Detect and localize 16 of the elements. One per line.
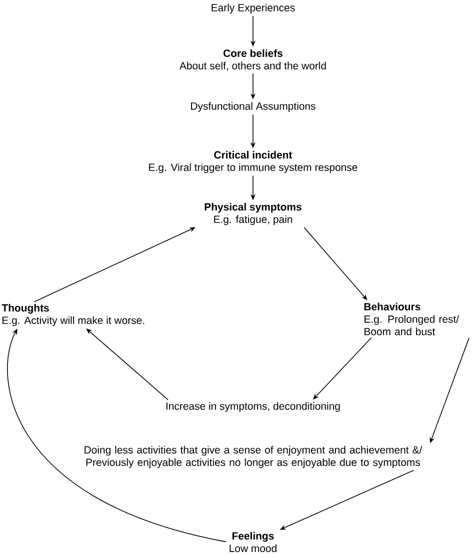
description: About self, others and the world — [179, 62, 326, 71]
heading: Critical incident — [214, 150, 292, 159]
description: Early Experiences — [212, 4, 295, 14]
description: E.g. Prolonged rest/ Boom and bust — [364, 315, 460, 336]
description: Increase in symptoms, deconditioning — [166, 402, 340, 412]
heading: Feelings — [232, 532, 274, 542]
heading: Thoughts — [2, 304, 49, 314]
description: E.g. Activity will make it worse. — [2, 316, 144, 326]
heading: Physical symptoms — [204, 202, 302, 213]
description: Low mood — [230, 544, 276, 552]
description: Dysfunctional Assumptions — [191, 102, 316, 112]
heading: Behaviours — [364, 302, 420, 310]
description: Doing less activities that give a sense of enjoyment and achievement &/ Previously enjoyable activities no longer as enjoyable due to symptoms — [84, 446, 422, 468]
heading: Core beliefs — [223, 49, 282, 57]
description: E.g. fatigue, pain — [214, 215, 292, 226]
description: E.g. Viral trigger to immune system response — [149, 163, 358, 174]
